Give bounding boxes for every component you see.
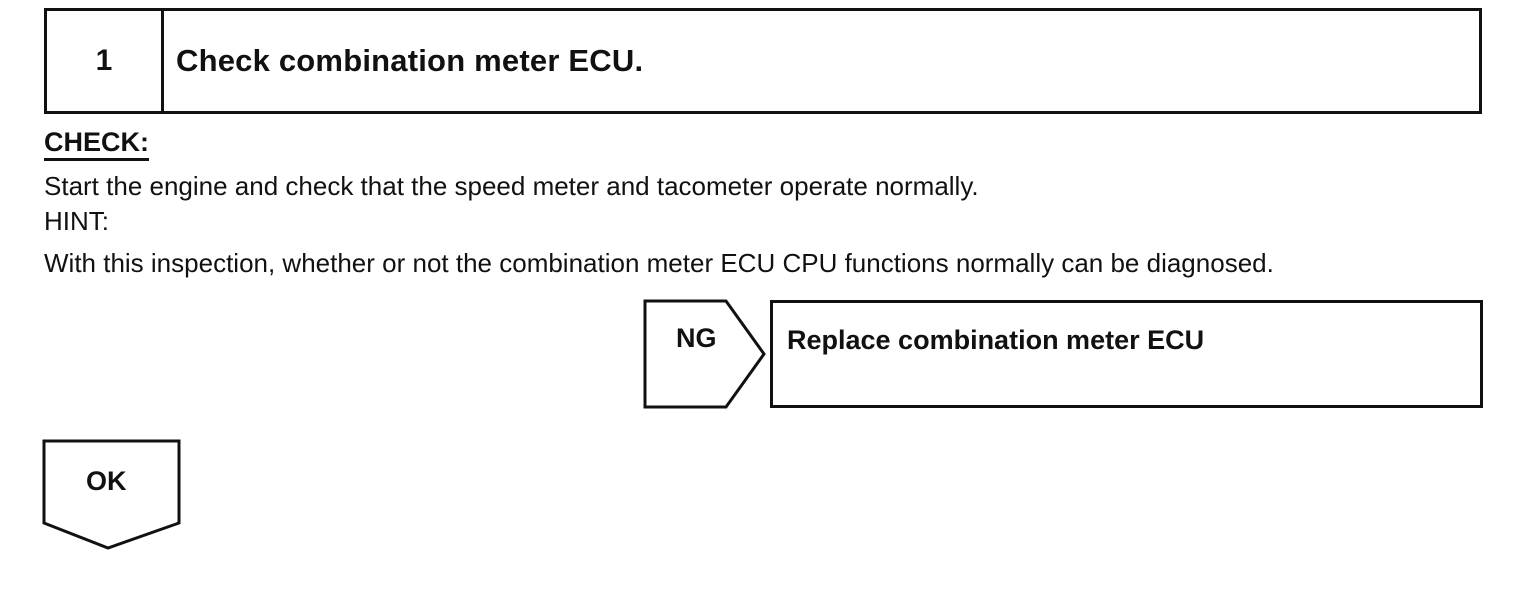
step-header-box: 1 Check combination meter ECU. <box>44 8 1482 114</box>
ok-label: OK <box>86 466 127 496</box>
step-title: Check combination meter ECU. <box>176 43 644 78</box>
check-label: CHECK: <box>44 127 149 161</box>
hint-text: With this inspection, whether or not the… <box>44 248 1274 278</box>
ng-arrow-shape <box>643 299 766 409</box>
hint-label: HINT: <box>44 206 109 236</box>
ok-arrow-shape <box>42 439 181 550</box>
check-instruction: Start the engine and check that the spee… <box>44 171 979 201</box>
step-number: 1 <box>47 11 164 111</box>
ng-result-box: Replace combination meter ECU <box>770 300 1483 408</box>
ng-result-action: Replace combination meter ECU <box>787 325 1205 355</box>
ng-label: NG <box>676 323 717 353</box>
